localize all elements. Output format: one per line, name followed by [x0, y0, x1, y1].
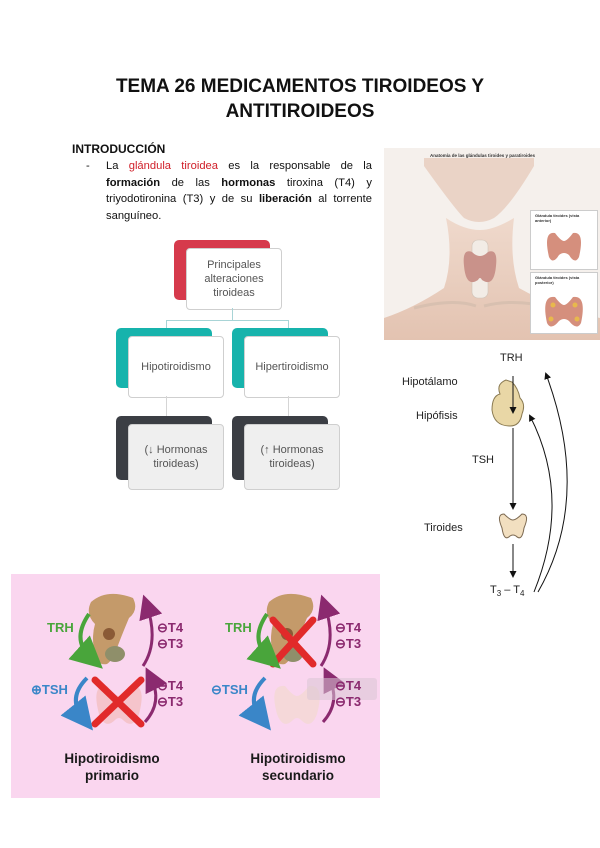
hypothyroid-detail-line-2: tiroideas): [153, 458, 199, 470]
hypothyroid-label: Hipotiroidismo: [141, 361, 211, 373]
concept-map: Principales alteraciones tiroideas Hipot…: [110, 236, 370, 496]
intro-bold-hormones: hormonas: [221, 176, 276, 189]
anatomy-caption: Anatomía de las glándulas tiroides y par…: [430, 153, 536, 158]
t4-subscript: 4: [519, 589, 525, 599]
intro-bold-release: liberación: [258, 193, 312, 205]
left-t3-bottom-label: ⊖T3: [157, 694, 184, 709]
page-title-line-2: ANTITIROIDEOS: [225, 101, 375, 122]
axis-tsh-label: TSH: [472, 454, 494, 466]
thyroid-anterior-icon: [547, 232, 581, 261]
intro-heading: INTRODUCCIÓN: [72, 142, 166, 156]
hyperthyroid-detail-line-2: tiroideas): [269, 458, 315, 470]
thyroid-icon: [498, 513, 528, 539]
primary-title-line-1: Hipotiroidismo: [64, 751, 160, 766]
root-label-line-1: Principales: [207, 259, 261, 271]
hypothyroid-detail-line-1: (↓ Hormonas: [144, 444, 208, 456]
intro-bold-formation: formación: [106, 176, 161, 189]
hyperthyroid-detail-line-1: (↑ Hormonas: [260, 444, 324, 456]
right-t4-bottom-label: ⊖T4: [335, 678, 362, 693]
hormone-dash: –: [501, 584, 514, 596]
inset-anterior-label: Glándula tiroides (vista anterior): [535, 213, 580, 223]
left-t4-bottom-label: ⊖T4: [157, 678, 184, 693]
list-dash: -: [86, 160, 90, 172]
root-box: Principales alteraciones tiroideas: [186, 248, 282, 310]
hypothyroidism-types-panel: TRH ⊖T4 ⊖T3 ⊕TSH ⊖T4 ⊖T3 Hipotiroidismo …: [11, 574, 380, 798]
page-title: TEMA 26 MEDICAMENTOS TIROIDEOS Y ANTITIR…: [0, 74, 600, 124]
connector-horizontal: [166, 320, 288, 321]
left-t3-top-label: ⊖T3: [157, 636, 184, 651]
left-tsh-label: ⊕TSH: [31, 682, 68, 697]
connector-left-down: [166, 320, 167, 328]
primary-title-line-2: primario: [84, 768, 139, 783]
left-trh-label: TRH: [47, 620, 74, 635]
page-title-line-1: TEMA 26 MEDICAMENTOS TIROIDEOS Y: [115, 76, 485, 97]
thyroid-anterior-inset: Glándula tiroides (vista anterior): [530, 210, 598, 270]
intro-text-part: al torrente sanguíneo.: [106, 193, 372, 222]
thyroid-anatomy-figure: Anatomía de las glándulas tiroides y par…: [384, 148, 600, 340]
thyroid-posterior-icon: [545, 296, 583, 327]
axis-arrows: [491, 372, 568, 593]
hyperthyroid-label: Hipertiroidismo: [255, 361, 329, 373]
right-t3-bottom-label: ⊖T3: [335, 694, 362, 709]
hypothyroidism-illustration: [60, 593, 377, 731]
right-t3-top-label: ⊖T3: [335, 636, 362, 651]
intro-text-part: de las: [160, 176, 222, 189]
connector-right-down: [288, 320, 289, 328]
connector-root-down: [232, 308, 233, 320]
axis-pituitary-label: Hipófisis: [416, 410, 458, 422]
inset-posterior-label: Glándula tiroides (vista posterior): [535, 275, 580, 285]
t3-subscript: 3: [496, 589, 502, 599]
left-t4-top-label: ⊖T4: [157, 620, 184, 635]
primary-hypothyroidism-title: Hipotiroidismo primario: [47, 750, 177, 784]
left-cross-icon: [91, 676, 145, 728]
intro-body: La glándula tiroidea es la responsable d…: [90, 158, 372, 224]
connector-left-bottom: [166, 396, 167, 416]
connector-right-bottom: [288, 396, 289, 416]
intro-text-part: La: [106, 160, 129, 172]
hypothyroid-detail-box: (↓ Hormonas tiroideas): [128, 424, 224, 490]
intro-paragraph: - La glándula tiroidea es la responsable…: [86, 158, 372, 224]
right-t4-top-label: ⊖T4: [335, 620, 362, 635]
hyperthyroid-box: Hipertiroidismo: [244, 336, 340, 398]
axis-hormones-label: T3 – T4: [490, 584, 524, 598]
root-label-line-3: tiroideas: [213, 287, 255, 299]
hpt-axis-diagram: TRH Hipotálamo Hipófisis TSH Tiroides T3…: [396, 348, 600, 608]
pituitary-icon: [491, 376, 525, 427]
right-trh-label: TRH: [225, 620, 252, 635]
axis-thyroid-label: Tiroides: [424, 522, 463, 534]
secondary-hypothyroidism-title: Hipotiroidismo secundario: [233, 750, 363, 784]
root-label-line-2: alteraciones: [204, 273, 264, 285]
hyperthyroid-detail-box: (↑ Hormonas tiroideas): [244, 424, 340, 490]
left-pituitary-icon: [88, 593, 136, 665]
secondary-title-line-1: Hipotiroidismo: [250, 751, 346, 766]
axis-trh-label: TRH: [500, 352, 523, 364]
axis-hypothalamus-label: Hipotálamo: [402, 376, 458, 388]
intro-text-part: es la responsable de la: [218, 160, 372, 172]
intro-text-part: tiroxina (T4) y triyodotironina (T3) y d…: [106, 176, 372, 206]
t3-letter: T: [490, 584, 497, 596]
secondary-title-line-2: secundario: [261, 768, 335, 783]
intro-highlight-gland: glándula tiroidea: [128, 160, 218, 172]
thyroid-posterior-inset: Glándula tiroides (vista posterior): [530, 272, 598, 334]
right-tsh-label: ⊖TSH: [211, 682, 248, 697]
hypothyroid-box: Hipotiroidismo: [128, 336, 224, 398]
t4-letter: T: [513, 584, 520, 596]
